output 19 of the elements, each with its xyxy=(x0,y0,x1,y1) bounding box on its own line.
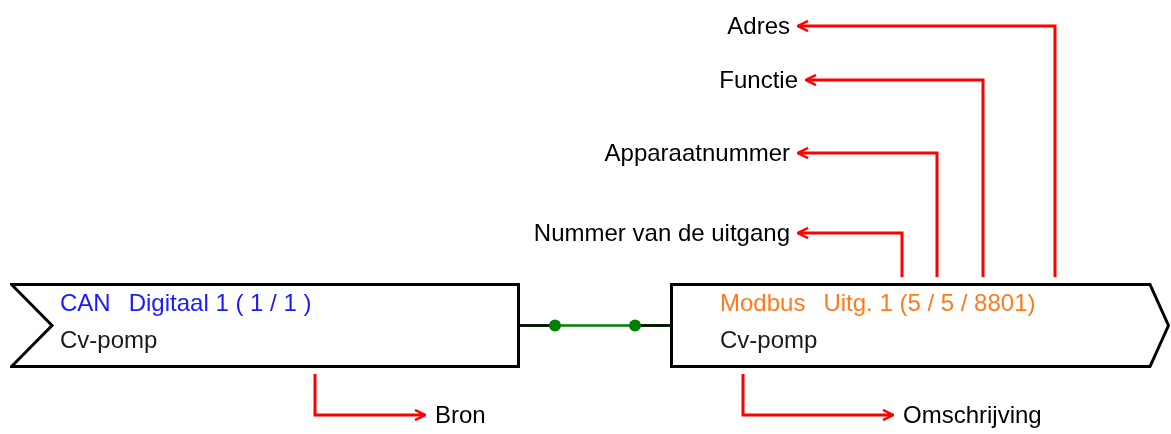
leader-arrow xyxy=(313,374,427,422)
description-label: Cv-pomp xyxy=(720,325,818,355)
channel-label: Uitg. 1 (5 / 5 / 8801) xyxy=(823,288,1036,318)
bus-type: Modbus xyxy=(720,288,806,318)
callout-label: Apparaatnummer xyxy=(590,137,798,169)
callout-label: Bron xyxy=(425,399,515,431)
callout-label: Functie xyxy=(700,64,806,96)
callout-label: Adres xyxy=(710,10,798,42)
leader-arrow xyxy=(796,19,1057,277)
channel-label: Digitaal 1 ( 1 / 1 ) xyxy=(128,288,312,318)
leader-arrow xyxy=(796,226,904,277)
description-label: Cv-pomp xyxy=(60,325,158,355)
leader-arrow xyxy=(741,374,895,422)
callout-label: Nummer van de uitgang xyxy=(510,217,798,249)
callout-label: Omschrijving xyxy=(893,399,1083,431)
leader-arrow xyxy=(804,73,985,277)
bus-type: CAN xyxy=(60,288,111,318)
leader-arrow xyxy=(796,146,939,277)
connection-line xyxy=(518,318,672,333)
